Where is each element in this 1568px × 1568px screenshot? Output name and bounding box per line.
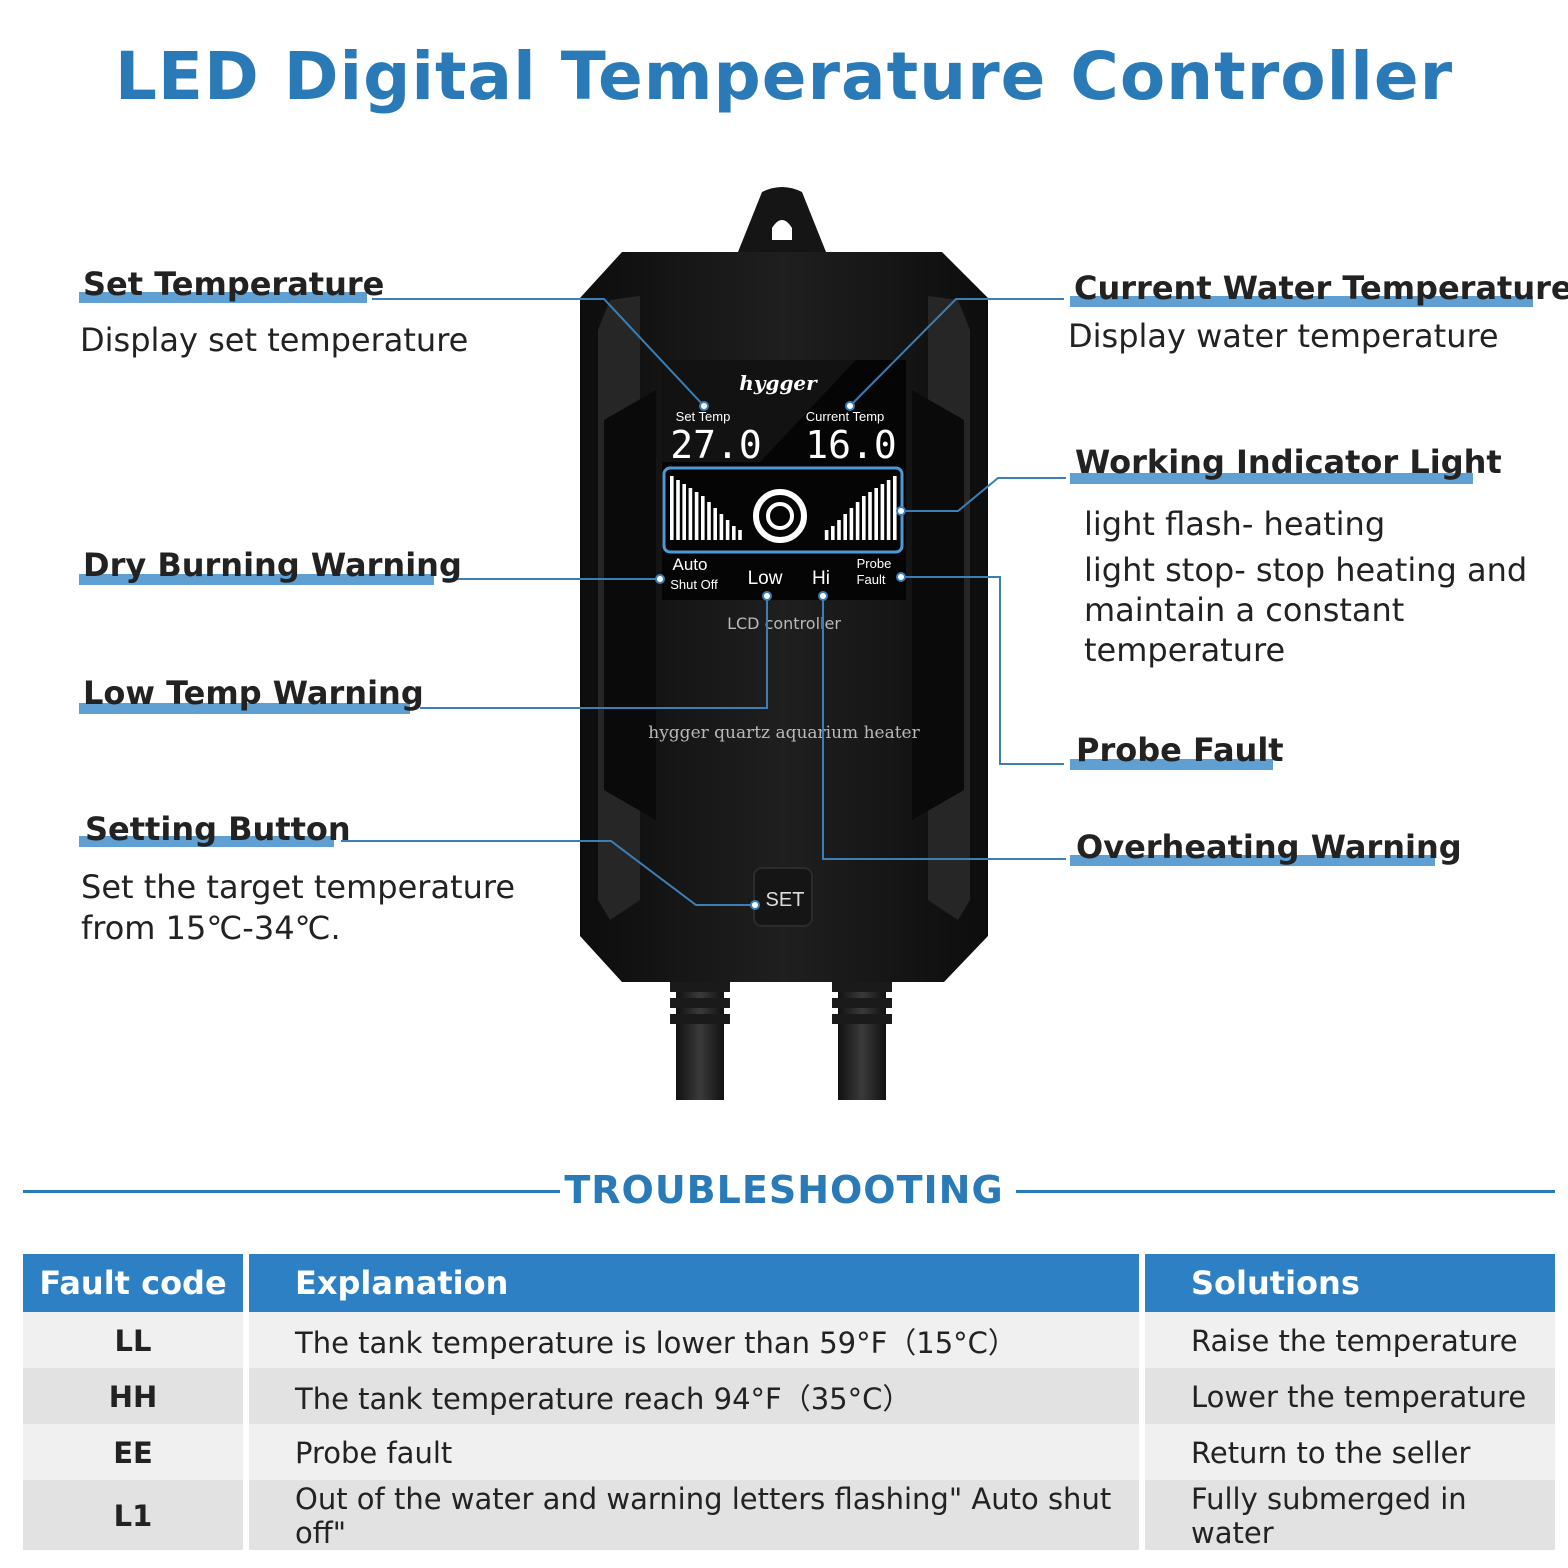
lcd-controller-label: LCD controller bbox=[727, 614, 841, 633]
indicator-bar bbox=[694, 492, 699, 540]
indicator-bar bbox=[688, 488, 693, 540]
indicator-bar bbox=[893, 476, 897, 540]
indicator-bar bbox=[849, 508, 854, 540]
hi-label: Hi bbox=[812, 568, 830, 589]
page-title: LED Digital Temperature Controller bbox=[114, 38, 1454, 115]
set-button[interactable]: SET bbox=[753, 867, 813, 927]
working-indicator-desc-line-3: maintain a constant bbox=[1084, 591, 1405, 629]
heater-controller-illustration: hygger Set Temp 27.0 Current Temp 16.0 A… bbox=[341, 187, 1066, 1100]
probe-label: Probe bbox=[857, 556, 892, 571]
working-indicator-desc-line-4: temperature bbox=[1084, 631, 1286, 669]
working-indicator-desc-line-2: light stop- stop heating and bbox=[1084, 551, 1528, 589]
leader-lines bbox=[341, 298, 1066, 906]
indicator-bar bbox=[732, 526, 736, 540]
indicator-bar bbox=[886, 480, 891, 540]
indicator-bar bbox=[837, 520, 841, 540]
indicator-bar bbox=[843, 514, 847, 540]
indicator-bar bbox=[670, 476, 674, 540]
set-temperature-heading: Set Temperature bbox=[83, 265, 385, 303]
troubleshooting-title: TROUBLESHOOTING bbox=[564, 1168, 1004, 1212]
fault-code-cell: LL bbox=[23, 1312, 243, 1368]
product-label: hygger quartz aquarium heater bbox=[648, 723, 920, 743]
probe-fault-heading: Probe Fault bbox=[1076, 731, 1284, 769]
setting-button-heading: Setting Button bbox=[85, 810, 351, 848]
solution-cell: Raise the temperature bbox=[1139, 1312, 1555, 1368]
explanation-cell: Probe fault bbox=[243, 1424, 1139, 1480]
set-button-label: SET bbox=[766, 889, 805, 911]
indicator-bar bbox=[855, 502, 860, 540]
section-divider-left bbox=[23, 1190, 560, 1193]
table-row: L1 Out of the water and warning letters … bbox=[23, 1480, 1555, 1550]
solution-cell: Lower the temperature bbox=[1139, 1368, 1555, 1424]
fault-code-cell: L1 bbox=[23, 1480, 243, 1550]
indicator-bar bbox=[719, 514, 724, 540]
explanation-cell: The tank temperature is lower than 59°F（… bbox=[243, 1312, 1139, 1368]
current-water-temperature-heading: Current Water Temperature bbox=[1074, 269, 1568, 307]
solution-cell: Return to the seller bbox=[1139, 1424, 1555, 1480]
indicator-bar bbox=[824, 530, 829, 540]
section-divider-right bbox=[1016, 1190, 1555, 1193]
auto-label: Auto bbox=[673, 555, 708, 574]
working-indicator-desc-line-1: light flash- heating bbox=[1084, 505, 1386, 543]
set-temperature-desc: Display set temperature bbox=[80, 321, 469, 359]
fault-code-cell: HH bbox=[23, 1368, 243, 1424]
power-cables bbox=[670, 980, 892, 1100]
callout-dots bbox=[655, 401, 906, 910]
low-label: Low bbox=[748, 568, 783, 589]
working-indicator-display bbox=[662, 466, 904, 554]
indicator-bar bbox=[701, 496, 705, 540]
indicator-bar bbox=[738, 530, 742, 540]
indicator-bar bbox=[831, 526, 835, 540]
indicator-bar bbox=[868, 492, 872, 540]
low-temp-warning-heading: Low Temp Warning bbox=[83, 674, 424, 712]
table-row: EE Probe fault Return to the seller bbox=[23, 1424, 1555, 1480]
indicator-bar bbox=[880, 484, 885, 540]
explanation-cell: Out of the water and warning letters fla… bbox=[243, 1480, 1139, 1550]
header-solutions: Solutions bbox=[1139, 1254, 1555, 1312]
fault-label: Fault bbox=[857, 572, 886, 587]
table-row: HH The tank temperature reach 94°F（35°C）… bbox=[23, 1368, 1555, 1424]
explanation-cell: The tank temperature reach 94°F（35°C） bbox=[243, 1368, 1139, 1424]
setting-button-desc-line-2: from 15℃-34℃. bbox=[81, 909, 341, 947]
indicator-bar bbox=[676, 480, 680, 540]
shut-off-label: Shut Off bbox=[670, 577, 718, 592]
indicator-bar bbox=[682, 484, 686, 540]
set-temp-value: 27.0 bbox=[670, 423, 762, 467]
header-explanation: Explanation bbox=[243, 1254, 1139, 1312]
indicator-bar bbox=[862, 496, 866, 540]
brand-logo: hygger bbox=[739, 371, 818, 395]
fault-code-cell: EE bbox=[23, 1424, 243, 1480]
solution-cell: Fully submerged in water bbox=[1139, 1480, 1555, 1550]
indicator-bar bbox=[713, 508, 717, 540]
set-temp-label: Set Temp bbox=[676, 409, 731, 424]
troubleshooting-table: Fault code Explanation Solutions LL The … bbox=[23, 1254, 1555, 1550]
setting-button-desc-line-1: Set the target temperature bbox=[81, 868, 516, 906]
table-row: LL The tank temperature is lower than 59… bbox=[23, 1312, 1555, 1368]
current-temp-label: Current Temp bbox=[806, 409, 885, 424]
dry-burning-warning-heading: Dry Burning Warning bbox=[83, 546, 462, 584]
overheating-warning-heading: Overheating Warning bbox=[1076, 828, 1462, 866]
table-header-row: Fault code Explanation Solutions bbox=[23, 1254, 1555, 1312]
indicator-bar bbox=[707, 502, 711, 540]
header-fault-code: Fault code bbox=[23, 1254, 243, 1312]
indicator-bar bbox=[874, 488, 878, 540]
hanger-tab bbox=[738, 187, 826, 252]
current-water-temperature-desc: Display water temperature bbox=[1068, 317, 1499, 355]
working-indicator-light-heading: Working Indicator Light bbox=[1075, 443, 1502, 481]
current-temp-value: 16.0 bbox=[805, 423, 897, 467]
indicator-bar bbox=[725, 520, 730, 540]
